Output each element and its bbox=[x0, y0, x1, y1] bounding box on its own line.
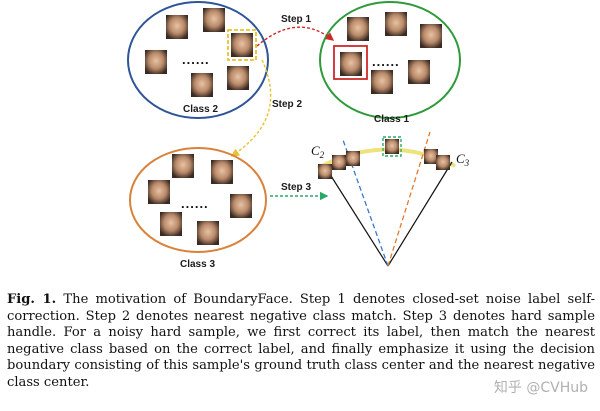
class1-face-thumbnails bbox=[333, 12, 442, 94]
caption-text: The motivation of BoundaryFace. Step 1 d… bbox=[7, 292, 595, 390]
class2-ellipsis: ...... bbox=[182, 52, 210, 67]
class-center-line-c2 bbox=[325, 167, 389, 267]
class2-label: Class 2 bbox=[183, 104, 218, 115]
figure-caption: Fig. 1. The motivation of BoundaryFace. … bbox=[7, 292, 595, 392]
step2-label: Step 2 bbox=[272, 99, 302, 110]
step1-arrow bbox=[256, 26, 335, 47]
class-center-line-c3 bbox=[387, 161, 453, 267]
class1-cluster bbox=[319, 1, 461, 119]
hard-sample-highlight bbox=[382, 136, 402, 157]
class3-label: Class 3 bbox=[180, 259, 215, 270]
corrected-sample-highlight bbox=[333, 45, 368, 80]
noisy-sample-highlight bbox=[227, 29, 257, 61]
class3-ellipsis: ...... bbox=[181, 196, 209, 211]
step1-label: Step 1 bbox=[281, 14, 311, 25]
c2-label: C2 bbox=[311, 143, 325, 160]
class3-face-thumbnails bbox=[148, 154, 252, 245]
step2-arrow bbox=[230, 59, 272, 157]
step3-label: Step 3 bbox=[281, 182, 311, 193]
class1-ellipsis: ...... bbox=[372, 54, 400, 69]
boundary-blue bbox=[342, 139, 389, 267]
decision-boundary-diagram: C2 C3 bbox=[311, 131, 470, 267]
watermark: 知乎 @CVHub bbox=[491, 377, 590, 397]
class1-label: Class 1 bbox=[374, 114, 409, 125]
class2-face-thumbnails bbox=[145, 8, 257, 97]
caption-lead: Fig. 1. bbox=[7, 292, 57, 307]
class2-cluster bbox=[127, 1, 269, 119]
motivation-figure: ...... Class 2 ...... Class 1 Step 1 Ste… bbox=[127, 1, 470, 270]
class3-cluster bbox=[129, 147, 267, 253]
c3-label: C3 bbox=[456, 151, 470, 168]
